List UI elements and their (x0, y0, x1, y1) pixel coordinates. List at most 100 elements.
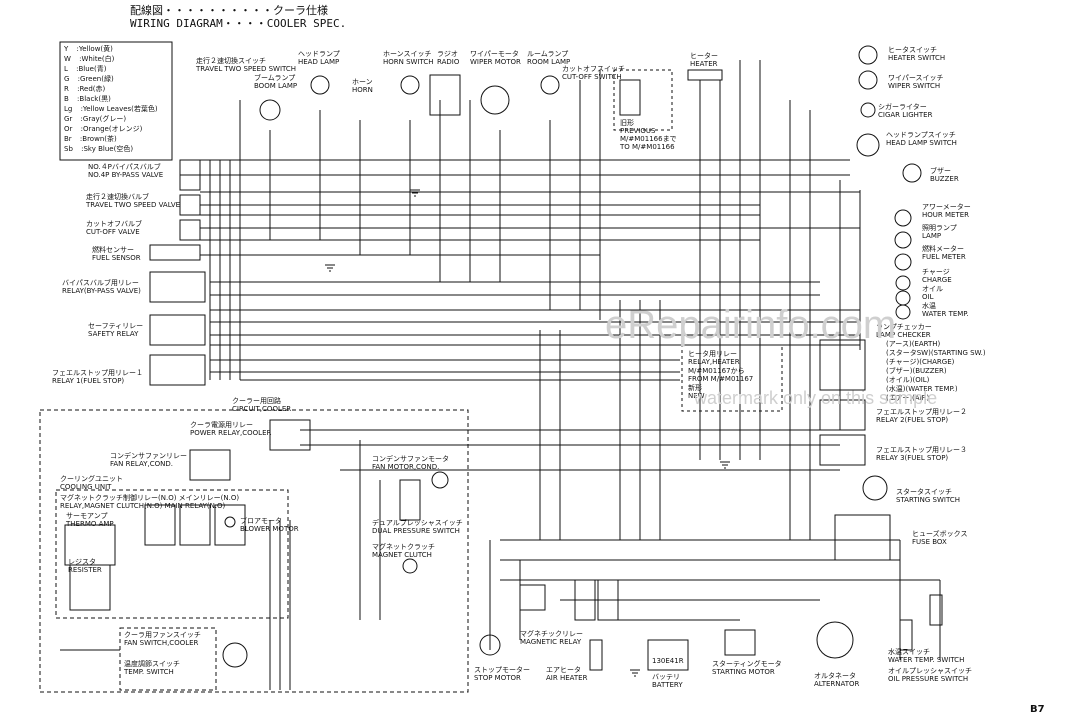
bypass-relay-label-en: RELAY(BY-PASS VALVE) (62, 287, 141, 295)
buzzer-label-jp: ブザー (930, 167, 951, 175)
legend-name: :Orange(オレンジ) (80, 125, 143, 133)
fan-motor-label-jp: コンデンサファンモータ (372, 455, 449, 463)
battery-label-jp: バッテリ (652, 673, 680, 681)
legend-row: Or :Orange(オレンジ) (64, 125, 158, 133)
checker-item: (エアー)(AIR) (886, 394, 930, 402)
thermo-amp-label-en: THERMO AMP (66, 520, 114, 528)
legend-code: Y (64, 45, 69, 53)
legend: Y :Yellow(黄) W :White(白) L :Blue(青) G :G… (64, 45, 158, 153)
circuit-cooler-label-en: CIRCUIT,COOLER (232, 405, 292, 413)
legend-code: G (64, 75, 70, 83)
legend-row: L :Blue(青) (64, 65, 158, 73)
legend-row: Y :Yellow(黄) (64, 45, 158, 53)
legend-name: :Yellow(黄) (76, 45, 113, 53)
relay-heater-from-en: FROM M/#M01167 (688, 375, 754, 383)
stop-motor-label-en: STOP MOTOR (474, 674, 521, 682)
resister-label-jp: レジスタ (68, 558, 96, 566)
dual-pressure-label-en: DUAL PRESSURE SWITCH (372, 527, 460, 535)
previous-label-1: PREVIOUS (620, 127, 656, 135)
legend-name: :Green(緑) (77, 75, 114, 83)
legend-name: :Yellow Leaves(若葉色) (80, 105, 158, 113)
horn-label-jp: ホーン (352, 78, 373, 86)
water-temp-switch-label-en: WATER TEMP. SWITCH (888, 656, 965, 664)
safety-relay-label-jp: セーフティリレー (88, 322, 144, 330)
watermark-main: eRepairinfo.com (605, 303, 897, 347)
hour-meter-label-jp: アワーメーター (922, 203, 971, 211)
lamp-checker-label-en: LAMP CHECKER (876, 331, 931, 339)
cutoff-switch-label-en: CUT-OFF SWITCH (562, 73, 622, 81)
wiper-motor-label-jp: ワイパーモータ (470, 50, 519, 58)
charge-label-en: CHARGE (922, 276, 952, 284)
dual-pressure-label-jp: デュアルプレッシャスイッチ (372, 519, 463, 527)
header-title-jp: 配線図・・・・・・・・・・クーラ仕様 (130, 4, 328, 17)
room-lamp-label-jp: ルームランプ (527, 50, 569, 58)
harness-horizontal (60, 159, 940, 651)
radio-label-jp: ラジオ (437, 50, 458, 58)
relay-heater-from-jp: M/#M01167から (688, 367, 745, 375)
legend-name: :Red(赤) (77, 85, 106, 93)
head-lamp-switch-label-jp: ヘッドランプスイッチ (886, 131, 956, 139)
heater-label-jp: ヒーター (690, 52, 718, 60)
starting-switch-label-jp: スタータスイッチ (896, 488, 952, 496)
lamp-checker-label-jp: ランプチェッカー (876, 323, 932, 331)
lamp-label-jp: 照明ランプ (922, 224, 957, 232)
travel-valve-label-jp: 走行２速切換バルブ (86, 193, 149, 201)
previous-label-3: TO M/#M01166 (620, 143, 675, 151)
legend-row: Lg :Yellow Leaves(若葉色) (64, 105, 158, 113)
header-title-en: WIRING DIAGRAM・・・・COOLER SPEC. (130, 17, 347, 30)
battery-label-en: BATTERY (652, 681, 683, 689)
horn-switch-label-jp: ホーンスイッチ (383, 50, 432, 58)
wiper-switch-label-en: WIPER SWITCH (888, 82, 941, 90)
legend-row: Br :Brown(茶) (64, 135, 158, 143)
water-temp-switch-label-jp: 水温スイッチ (888, 648, 930, 656)
starting-motor-label-jp: スターティングモータ (712, 660, 782, 668)
travel-switch-label-en: TRAVEL TWO SPEED SWITCH (196, 65, 297, 73)
head-lamp-label-jp: ヘッドランプ (298, 50, 340, 58)
room-lamp-label-en: ROOM LAMP (527, 58, 571, 66)
power-relay-label-jp: クーラ電源用リレー (190, 421, 253, 429)
fuel-sensor-label-en: FUEL SENSOR (92, 254, 141, 262)
temp-switch-label-jp: 温度調節スイッチ (124, 660, 180, 668)
previous-label-0: 旧形 (620, 119, 634, 127)
checker-item: (水温)(WATER TEMP.) (886, 385, 958, 393)
legend-name: :Sky Blue(空色) (81, 145, 134, 153)
resister-label-en: RESISTER (68, 566, 102, 574)
lamp-label-en: LAMP (922, 232, 942, 240)
legend-code: Gr (64, 115, 73, 123)
safety-relay-label-en: SAFETY RELAY (88, 330, 139, 338)
connectors (64, 69, 943, 671)
checker-item: (チャージ)(CHARGE) (886, 358, 955, 366)
legend-row: Sb :Sky Blue(空色) (64, 145, 158, 153)
heater-label-en: HEATER (690, 60, 718, 68)
bypass-relay-label-jp: バイパスバルブ用リレー (62, 279, 139, 287)
relay1-label-jp: フェエルストップ用リレー１ (52, 369, 143, 377)
clutch-relay-label-jp: マグネットクラッチ制御リレー(N.O) メインリレー(N.O) (60, 494, 240, 502)
legend-name: :Gray(グレー) (80, 115, 127, 123)
travel-switch-label-jp: 走行２速切換スイッチ (196, 57, 266, 65)
cutoff-switch-label-jp: カットオフスイッチ (562, 65, 625, 73)
cutoff-valve-label-jp: カットオフバルブ (86, 220, 142, 228)
oil-label-en: OIL (922, 293, 934, 301)
boom-lamp-label-jp: ブームランプ (254, 74, 296, 82)
cutoff-valve-label-en: CUT-OFF VALVE (86, 228, 140, 236)
alternator-label-en: ALTERNATOR (814, 680, 860, 688)
blower-motor-label-jp: ブロアモータ (240, 517, 282, 525)
relay-heater-new-jp: 新形 (688, 384, 702, 392)
relay-heater-new-en: NEW (688, 392, 705, 400)
blower-motor-label-en: BLOWER MOTOR (240, 525, 299, 533)
heater-switch-label-jp: ヒータスイッチ (888, 46, 937, 54)
air-heater-label-en: AIR HEATER (546, 674, 588, 682)
page-number: B7 (1030, 704, 1045, 715)
fan-switch-label-en: FAN SWITCH,COOLER (124, 639, 199, 647)
fuel-meter-label-jp: 燃料メーター (922, 245, 964, 253)
air-heater-label-jp: エアヒータ (546, 666, 581, 674)
cooling-unit-region (55, 489, 289, 619)
stop-motor-label-jp: ストップモーター (474, 666, 530, 674)
temp-switch-label-en: TEMP. SWITCH (124, 668, 174, 676)
water-temp-label-en: WATER TEMP. (922, 310, 969, 318)
checker-item: (スタータSW)(STARTING SW.) (886, 349, 986, 357)
fuse-box-label-en: FUSE BOX (912, 538, 947, 546)
cigar-lighter-label-jp: シガーライター (878, 103, 927, 111)
legend-box (59, 41, 173, 161)
legend-code: Or (64, 125, 73, 133)
